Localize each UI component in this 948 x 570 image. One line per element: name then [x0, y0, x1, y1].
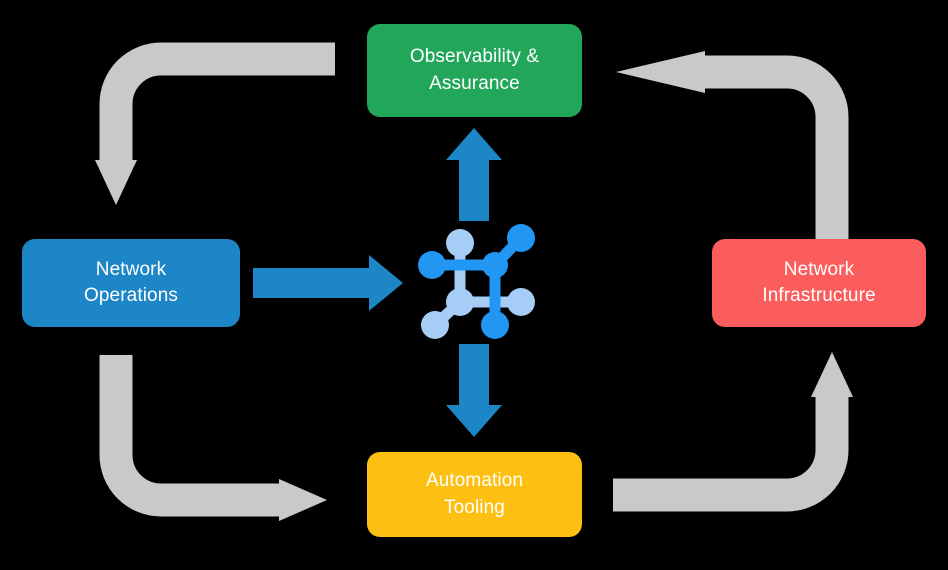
- connector-operations-to-automation: [99, 355, 327, 521]
- connector-automation-to-infrastructure: [613, 352, 853, 512]
- topology-node-bottom-left: [421, 311, 449, 339]
- node-automation-tooling[interactable]: Automation Tooling: [367, 452, 582, 537]
- node-automation-label: Automation Tooling: [425, 470, 524, 518]
- topology-node-right: [507, 288, 535, 316]
- node-network-operations[interactable]: Network Operations: [22, 239, 240, 327]
- node-operations-label: Network Operations: [84, 258, 178, 306]
- topology-node-top: [446, 229, 474, 257]
- node-network-infrastructure[interactable]: Network Infrastructure: [712, 239, 926, 327]
- connector-infrastructure-to-observability: [616, 51, 849, 244]
- topology-node-bottom: [481, 311, 509, 339]
- connector-operations-to-center: [253, 255, 403, 311]
- node-observability-assurance[interactable]: Observability & Assurance: [367, 24, 582, 117]
- connector-observability-to-operations: [95, 42, 335, 205]
- connector-center-to-observability: [446, 128, 502, 221]
- node-observability-label: Observability & Assurance: [409, 46, 540, 94]
- topology-node-left: [418, 251, 446, 279]
- connector-center-to-automation: [446, 344, 502, 437]
- topology-node-mid-left: [446, 288, 474, 316]
- node-infrastructure-label: Network Infrastructure: [762, 258, 876, 306]
- topology-node-center-right: [482, 252, 508, 278]
- topology-node-top-right: [507, 224, 535, 252]
